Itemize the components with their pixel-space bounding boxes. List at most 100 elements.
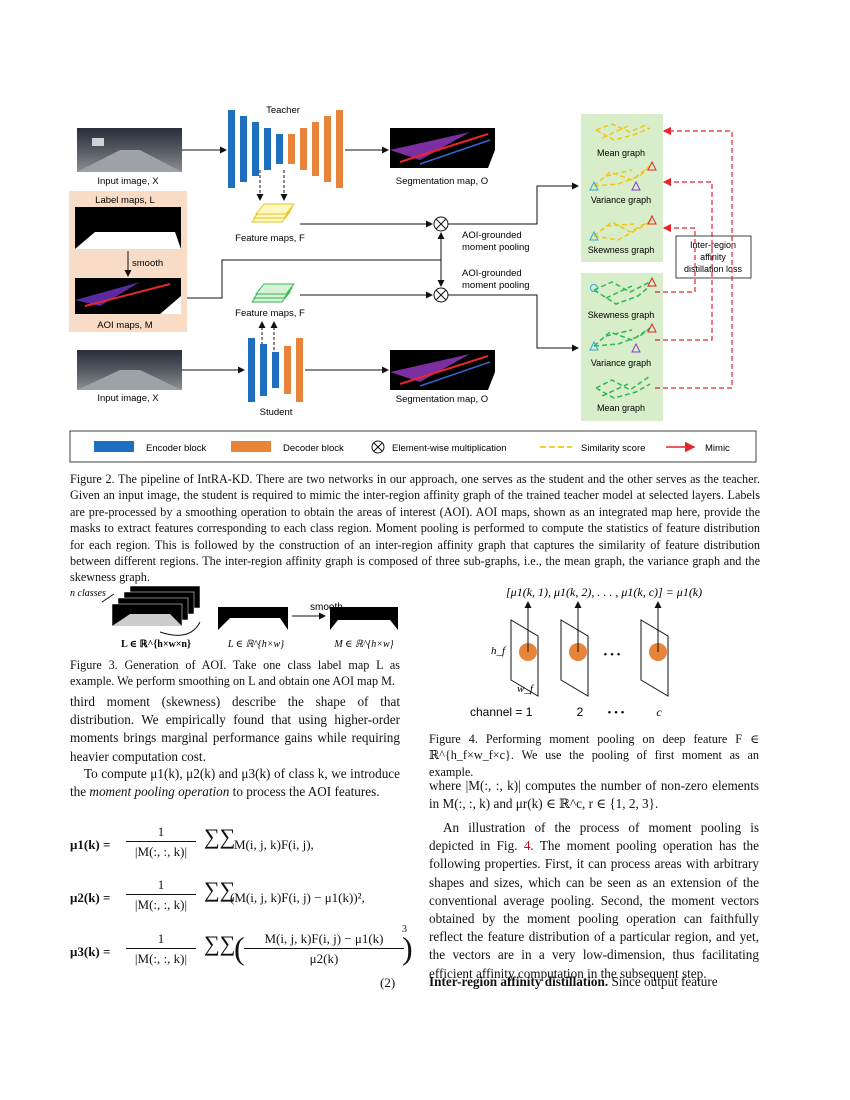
fig4-channel-2: 2 (577, 705, 584, 719)
legend-multiply-icon (371, 440, 385, 454)
fig3-smooth-label: smooth (310, 602, 343, 613)
figure-4-reference-link[interactable]: 4 (523, 838, 531, 854)
segmentation-map-top-label: Segmentation map, O (396, 176, 488, 187)
n-classes-label: n classes (70, 588, 106, 599)
channel-c-map (640, 601, 669, 697)
pool-top-line1: AOI-grounded (462, 230, 522, 241)
moment-pooling-equations: μ1(k) = 1 |M(:, :, k)| ∑∑ M(i, j, k)F(i,… (70, 824, 413, 966)
right-paragraph-2-b: . The moment pooling operation has the f… (429, 838, 759, 981)
segmentation-map-bottom (390, 350, 495, 390)
eq3-power: 3 (402, 924, 407, 935)
segmentation-map-top (390, 128, 495, 168)
student-graph-label-2: Mean graph (597, 403, 645, 413)
left-paragraph-2-a: To compute μ1(k), μ2(k) and μ3(k) of cla… (70, 766, 400, 800)
mimic-arrows (655, 126, 733, 389)
fig4-channel-1: channel = 1 (470, 705, 533, 719)
teacher-variance-nodes (589, 160, 657, 191)
student-graph-panel (581, 273, 663, 421)
teacher-decoder-blocks (288, 110, 343, 188)
segmentation-map-bottom-label: Segmentation map, O (396, 394, 488, 405)
fig4-dots-bottom: • • • (607, 707, 624, 719)
student-skewness-nodes (590, 276, 657, 292)
legend-decoder-label: Decoder block (283, 443, 344, 454)
student-feature-maps-label: Feature maps, F (235, 308, 305, 319)
fig3-label-1: L ∈ ℝ^{h×w×n} (121, 639, 191, 650)
teacher-feature-maps (250, 203, 296, 223)
student-skewness-graph (593, 281, 651, 305)
n-classes-arrow (101, 593, 115, 603)
figure-2-caption: Figure 2. The pipeline of IntRA-KD. Ther… (70, 472, 760, 585)
right-paragraph-3-rest: Since output feature (608, 974, 718, 989)
fig3-label-2: L ∈ ℝ^{h×w} (227, 639, 284, 650)
right-paragraph-2: An illustration of the process of moment… (429, 819, 759, 983)
student-encoder-blocks (248, 338, 279, 402)
legend-mult-label: Element-wise multiplication (392, 443, 507, 454)
fig4-hf: h_f (491, 645, 507, 657)
aoi-map-image (75, 278, 181, 314)
student-graph-label-0: Skewness graph (588, 310, 655, 320)
legend-encoder-swatch (94, 441, 134, 452)
input-image-bottom (77, 350, 182, 390)
equation-number: (2) (380, 975, 396, 990)
legend-decoder-swatch (231, 441, 271, 452)
input-image-bottom-label: Input image, X (97, 393, 159, 404)
moment-pooling-figure: [μ1(k, 1), μ1(k, 2), . . . , μ1(k, c)] =… (470, 585, 702, 719)
multiply-icon-top (433, 216, 449, 232)
fig4-dots-mid: • • • (603, 649, 620, 661)
aoi-generation-figure: n classes smooth L ∈ ℝ^{h×w×n} L ∈ ℝ^{h×… (70, 585, 398, 650)
right-paragraph-1: where |M(:, :, k)| computes the number o… (429, 778, 759, 812)
teacher-skewness-nodes (589, 214, 657, 241)
smooth-label: smooth (132, 258, 163, 269)
legend-mimic-label: Mimic (705, 443, 730, 454)
input-image-top (77, 128, 182, 172)
multiply-icon-bottom (433, 287, 449, 303)
loss-line3: distillation loss (684, 264, 743, 274)
teacher-encoder-blocks (228, 110, 283, 188)
right-paragraph-2-a: An illustration of the process of moment… (429, 820, 759, 854)
student-label: Student (260, 407, 293, 418)
left-paragraph-1: third moment (skewness) describe the sha… (70, 694, 400, 764)
eq3-frac-num: 1 (157, 931, 165, 946)
loss-line1: Inter-region (690, 240, 736, 250)
legend-sim-label: Similarity score (581, 443, 645, 454)
eq1-lhs: μ1(k) = (70, 837, 111, 852)
fig3-label-3: M ∈ ℝ^{h×w} (333, 639, 393, 650)
eq1-frac-den: |M(:, :, k)| (134, 844, 188, 859)
loss-line2: affinity (700, 252, 726, 262)
channel-1-map (510, 601, 539, 697)
eq1-body: M(i, j, k)F(i, j), (234, 837, 314, 852)
pipeline-figure: Input image, X Teacher Segmentation map,… (69, 105, 757, 463)
fig4-wf: w_f (517, 683, 535, 695)
teacher-skewness-graph (593, 219, 653, 241)
eq3-body-den: μ2(k) (309, 951, 339, 966)
student-mean-graph (595, 375, 651, 399)
legend-box (69, 430, 757, 463)
eq3-lhs: μ3(k) = (70, 944, 111, 959)
student-decoder-blocks (284, 338, 303, 402)
student-graph-label-1: Variance graph (591, 358, 651, 368)
teacher-feature-maps-label: Feature maps, F (235, 233, 305, 244)
input-image-top-label: Input image, X (97, 176, 159, 187)
right-paragraph-3: Inter-region affinity distillation. Sinc… (429, 973, 759, 991)
figure-3-caption: Figure 3. Generation of AOI. Take one cl… (70, 658, 400, 689)
eq2-lhs: μ2(k) = (70, 890, 111, 905)
figure-4-caption: Figure 4. Performing moment pooling on d… (429, 732, 759, 779)
single-label-map (218, 607, 288, 630)
student-variance-graph (593, 327, 651, 347)
pool-bottom-line2: moment pooling (462, 280, 530, 291)
left-paragraph-2: To compute μ1(k), μ2(k) and μ3(k) of cla… (70, 765, 400, 801)
teacher-graph-label-1: Variance graph (591, 195, 651, 205)
student-feature-maps (250, 283, 296, 303)
left-paragraph-2-b: to process the AOI features. (229, 784, 380, 800)
pool-bottom-line1: AOI-grounded (462, 268, 522, 279)
teacher-variance-graph (593, 165, 651, 187)
distillation-loss-box (675, 235, 752, 279)
eq3-frac-den: |M(:, :, k)| (134, 951, 188, 966)
pool-top-line2: moment pooling (462, 242, 530, 253)
teacher-graph-label-0: Mean graph (597, 148, 645, 158)
teacher-graph-panel (581, 114, 663, 262)
fig4-channel-c: c (656, 705, 662, 719)
legend-encoder-label: Encoder block (146, 443, 206, 454)
label-maps-label: Label maps, L (95, 195, 155, 206)
aoi-map-result (330, 607, 398, 630)
